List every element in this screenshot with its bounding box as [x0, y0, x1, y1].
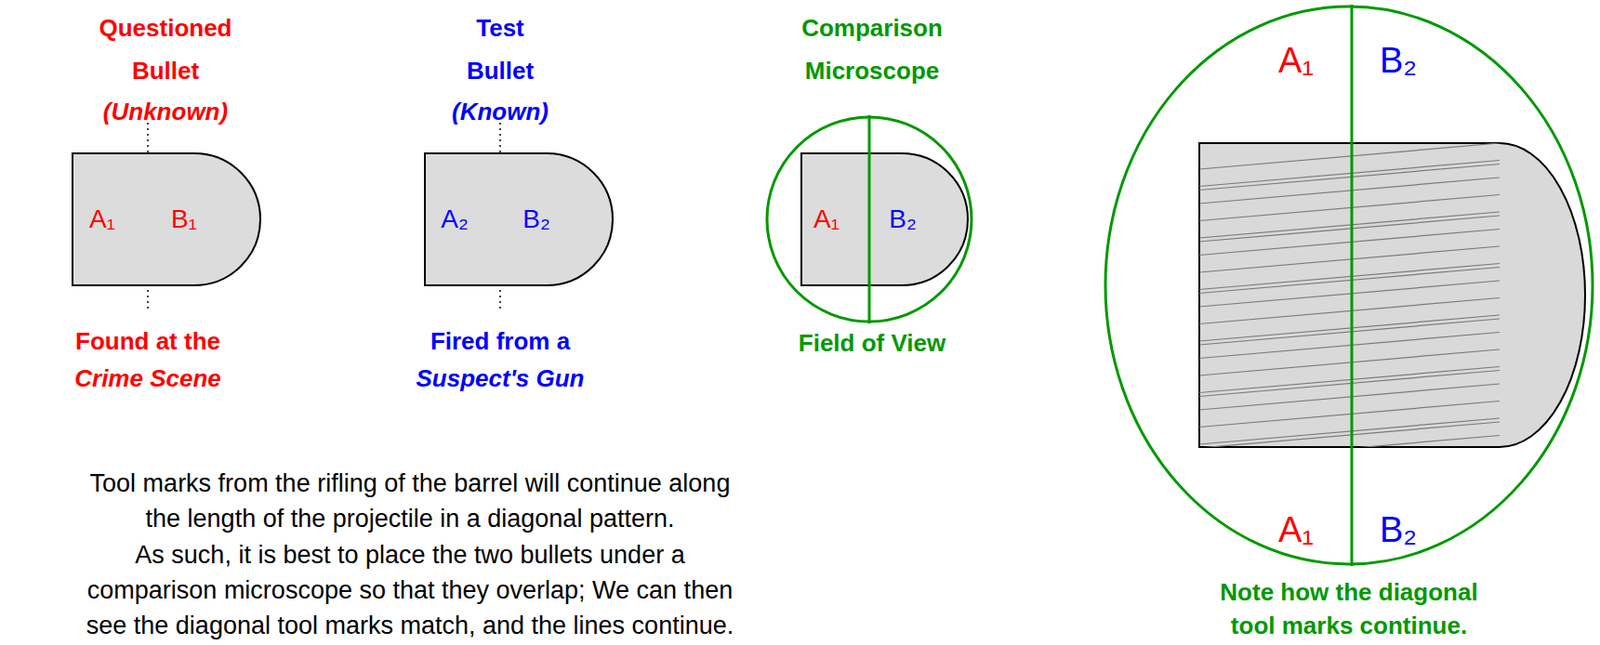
part-label: B₁ [171, 205, 198, 235]
part-label: A₁ [89, 205, 116, 235]
bullet-magnified [1199, 143, 1586, 448]
tool-mark [1199, 332, 1500, 359]
field-of-view: A₁ B₂ [765, 115, 974, 324]
caption-text: Suspect's Gun [416, 365, 585, 394]
caption-text: Bullet [466, 57, 534, 86]
caption-text: (Known) [451, 98, 549, 127]
tool-mark [1199, 267, 1500, 294]
tool-mark [1199, 211, 1500, 239]
explanation-text: Tool marks from the rifling of the barre… [90, 469, 731, 499]
questioned-bullet: A₁ B₁ [71, 152, 264, 288]
tool-mark [1199, 177, 1500, 204]
part-label: A₁ [813, 205, 840, 235]
circle-outline [765, 115, 974, 324]
tool-mark [1199, 229, 1500, 256]
tool-mark [1199, 349, 1500, 376]
bullet-shape [72, 153, 261, 286]
explanation-text: comparison microscope so that they overl… [87, 576, 733, 606]
caption-text: Comparison [801, 14, 943, 43]
explanation-text: see the diagonal tool marks match, and t… [86, 611, 734, 641]
split-line [868, 115, 872, 324]
tool-marks [1199, 143, 1500, 448]
caption-text: Note how the diagonal [1219, 579, 1478, 608]
bullet-shape [424, 153, 613, 286]
tool-mark [1199, 401, 1500, 428]
part-label: A₁ [1278, 41, 1314, 81]
tool-mark [1199, 383, 1500, 410]
part-label: A₂ [440, 205, 469, 235]
tool-mark [1199, 143, 1500, 170]
caption-text: Microscope [805, 57, 940, 86]
tool-mark [1199, 280, 1500, 307]
caption-text: Found at the [75, 328, 221, 357]
tool-mark [1199, 367, 1500, 394]
tool-mark [1199, 160, 1500, 187]
caption-text: Test [476, 14, 525, 43]
tool-mark [1199, 436, 1500, 449]
caption-text: Crime Scene [74, 365, 222, 394]
split-line [1350, 4, 1354, 567]
caption-text: Questioned [98, 14, 232, 43]
bullet-view [801, 153, 968, 286]
part-label: B₂ [1379, 511, 1417, 551]
caption-text: (Unknown) [103, 98, 228, 127]
tool-mark [1199, 164, 1500, 191]
tool-mark [1199, 215, 1500, 242]
tool-mark [1199, 298, 1500, 325]
caption-text: Fired from a [430, 328, 570, 357]
tool-mark [1199, 318, 1500, 345]
part-label: B₂ [1379, 41, 1417, 81]
part-label: B₂ [888, 205, 917, 235]
part-label: B₂ [522, 205, 551, 235]
tool-mark [1199, 418, 1500, 445]
tool-mark [1199, 422, 1500, 448]
tool-mark [1199, 315, 1500, 342]
circle-shape [766, 117, 972, 322]
magnified-view: A₁ B₂ A₁ B₂ [1103, 4, 1595, 567]
ellipse-shape [1105, 6, 1593, 565]
caption-text: tool marks continue. [1230, 612, 1468, 641]
explanation-text: As such, it is best to place the two bul… [134, 541, 685, 570]
tool-mark [1199, 195, 1500, 222]
tool-mark [1199, 264, 1500, 291]
tool-mark [1199, 370, 1500, 397]
test-bullet: A₂ B₂ [423, 152, 616, 288]
ellipse-outline [1103, 4, 1595, 567]
tool-mark [1199, 246, 1500, 273]
caption-text: Bullet [132, 57, 199, 86]
caption-text: Field of View [798, 330, 946, 358]
part-label: A₁ [1278, 511, 1314, 551]
explanation-text: the length of the projectile in a diagon… [145, 504, 675, 534]
